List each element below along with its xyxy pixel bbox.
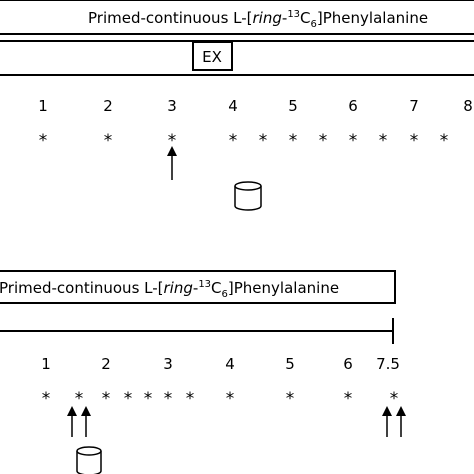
top-time-label: 3: [167, 97, 177, 115]
top-time-label: 4: [228, 97, 238, 115]
bottom-infusion-box: [0, 270, 396, 304]
top-sample-markers: * * * * * * * * * * *: [39, 131, 449, 151]
top-sample-marker: *: [168, 131, 177, 151]
top-sample-marker: *: [379, 131, 388, 151]
top-time-label: 8: [463, 97, 473, 115]
top-sample-marker: *: [319, 131, 328, 151]
bottom-drink-cup-icon: [76, 446, 102, 474]
bottom-time-label: 5: [285, 355, 295, 373]
top-biopsy-arrow: [167, 146, 177, 180]
exercise-box: [192, 41, 233, 71]
bottom-sample-marker: *: [186, 389, 195, 409]
top-sample-marker: *: [289, 131, 298, 151]
bottom-time-labels: 1 2 3 4 5 6 7.5: [41, 355, 400, 373]
top-time-label: 1: [38, 97, 48, 115]
bottom-time-label: 2: [101, 355, 111, 373]
bottom-sample-markers: * * * * * * * * * * *: [42, 389, 399, 409]
bottom-infusion-label: Primed-continuous L-[ring-13C6]Phenylala…: [0, 279, 339, 300]
top-time-labels: 1 2 3 4 5 6 7 8: [38, 97, 473, 115]
bottom-time-label: 1: [41, 355, 51, 373]
top-sample-marker: *: [259, 131, 268, 151]
top-time-label: 7: [409, 97, 419, 115]
bottom-sample-marker: *: [124, 389, 133, 409]
bottom-sample-marker: *: [286, 389, 295, 409]
bottom-timeline-axis: [0, 318, 394, 344]
top-sample-marker: *: [440, 131, 449, 151]
top-sample-marker: *: [104, 131, 113, 151]
top-sample-marker: *: [39, 131, 48, 151]
top-sample-marker: *: [229, 131, 238, 151]
bottom-sample-marker: *: [344, 389, 353, 409]
top-sample-marker: *: [410, 131, 419, 151]
bottom-sample-marker: *: [164, 389, 173, 409]
bottom-biopsy-arrows-late: [382, 406, 406, 437]
bottom-time-label: 4: [225, 355, 235, 373]
top-sample-marker: *: [349, 131, 358, 151]
top-infusion-label: Primed-continuous L-[ring-13C6]Phenylala…: [88, 9, 428, 30]
top-timeline-bar: [0, 40, 474, 76]
bottom-sample-marker: *: [144, 389, 153, 409]
bottom-sample-marker: *: [42, 389, 51, 409]
bottom-sample-marker: *: [390, 389, 399, 409]
bottom-time-label: 6: [343, 355, 353, 373]
top-time-label: 5: [288, 97, 298, 115]
top-time-label: 2: [103, 97, 113, 115]
top-infusion-box: [0, 0, 474, 35]
bottom-biopsy-arrows-early: [67, 406, 91, 437]
bottom-sample-marker: *: [102, 389, 111, 409]
bottom-sample-marker: *: [226, 389, 235, 409]
bottom-sample-marker: *: [75, 389, 84, 409]
top-time-label: 6: [348, 97, 358, 115]
bottom-time-label: 7.5: [376, 355, 400, 373]
top-drink-cup-icon: [234, 181, 262, 211]
exercise-label: EX: [202, 48, 222, 66]
bottom-time-label: 3: [163, 355, 173, 373]
